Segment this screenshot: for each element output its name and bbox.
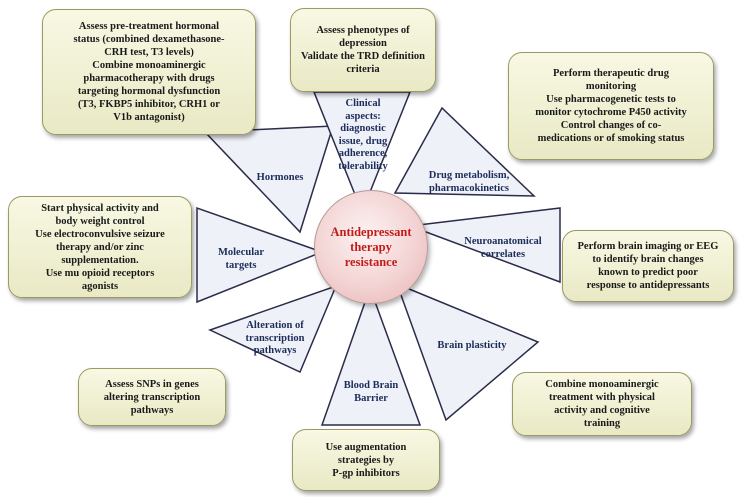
box-hormones-line: CRH test, T3 levels) [104, 47, 194, 58]
petal-label-drug-metabolism-line: Drug metabolism, [428, 170, 510, 181]
petal-transcription [208, 284, 338, 374]
box-brain-plasticity-line: Combine monoaminergic [545, 379, 659, 390]
petal-label-clinical-line: aspects: [345, 110, 381, 122]
box-neuroanatomical: Perform brain imaging or EEG to identify … [562, 230, 734, 302]
box-clinical-line: criteria [346, 64, 380, 75]
box-brain-plasticity-line: training [583, 418, 621, 429]
box-brain-plasticity: Combine monoaminergic treatment with phys… [512, 372, 692, 436]
box-hormones-line: status (combined dexamethasone- [73, 34, 225, 45]
petal-label-molecular-targets-line: Molecular [217, 247, 265, 258]
box-drug-metabolism-line: Use pharmacogenetic tests to [546, 94, 676, 105]
box-drug-metabolism-line: medications or of smoking status [537, 133, 685, 144]
center-circle-line: resistance [344, 254, 398, 269]
box-transcription-line: altering transcription [103, 391, 201, 403]
petal-label-hormones-line: Hormones [256, 172, 304, 183]
petal-label-brain-plasticity: Brain plasticity [420, 340, 524, 353]
petal-clinical [312, 91, 412, 215]
petal-label-clinical-line: adherence, [338, 148, 388, 159]
box-molecular-targets-line: body weight control [55, 215, 145, 227]
petal-label-transcription-line: pathways [253, 345, 297, 356]
petal-hormones [203, 125, 335, 234]
box-clinical-line: depression [339, 38, 387, 49]
petal-drug-metabolism [393, 106, 536, 197]
box-drug-metabolism-line: monitoring [585, 81, 637, 92]
center-circle-line: therapy [350, 239, 392, 254]
box-hormones-line: Assess pre-treatment hormonal [78, 21, 220, 32]
box-drug-metabolism-line: monitor cytochrome P450 activity [535, 107, 687, 118]
box-blood-brain-barrier-line: strategies by [337, 454, 395, 466]
box-neuroanatomical-line: response to antidepressants [586, 280, 710, 291]
petal-label-drug-metabolism-line: pharmacokinetics [429, 182, 509, 194]
box-molecular-targets-line: Start physical activity and [41, 202, 159, 214]
petal-blood-brain-barrier [320, 285, 422, 426]
petal-label-blood-brain-barrier-line: Blood Brain [343, 380, 399, 391]
petal-brain-plasticity [395, 282, 540, 422]
petal-label-brain-plasticity-line: Brain plasticity [437, 340, 507, 351]
center-circle-line: Antidepressant [330, 224, 412, 239]
box-drug-metabolism-line: Perform therapeutic drug [552, 68, 670, 79]
box-transcription-line: Assess SNPs in genes [105, 378, 199, 390]
box-molecular-targets-line: therapy and/or zinc [56, 241, 144, 253]
petal-label-transcription-line: transcription [245, 332, 305, 344]
box-brain-plasticity-line: treatment with physical [549, 392, 655, 403]
box-hormones: Assess pre-treatment hormonal status (com… [42, 9, 256, 135]
box-hormones-line: targeting hormonal dysfunction [77, 86, 221, 97]
box-clinical-line: Assess phenotypes of [316, 25, 410, 36]
petal-label-clinical-line: tolerability [338, 160, 388, 172]
box-hormones-line: Combine monoaminergic [92, 60, 206, 71]
box-hormones-line: (T3, FKBP5 inhibitor, CRH1 or [78, 99, 220, 110]
petal-label-blood-brain-barrier-line: Barrier [354, 392, 388, 404]
petal-label-hormones: Hormones [240, 172, 320, 185]
petal-neuroanatomical [409, 207, 561, 284]
box-molecular-targets-line: supplementation. [61, 254, 139, 266]
box-hormones-line: V1b antagonist) [113, 112, 185, 123]
box-blood-brain-barrier-line: P-gp inhibitors [332, 467, 400, 479]
box-drug-metabolism-line: Control changes of co- [560, 120, 662, 131]
petal-label-molecular-targets-line: targets [225, 259, 257, 271]
box-blood-brain-barrier-line: Use augmentation [325, 441, 407, 453]
box-neuroanatomical-line: Perform brain imaging or EEG [577, 241, 719, 252]
petal-label-clinical-line: diagnostic [340, 123, 386, 134]
petal-label-drug-metabolism: Drug metabolism,pharmacokinetics [414, 170, 524, 195]
box-molecular-targets-line: agonists [81, 280, 119, 292]
petal-label-neuroanatomical-line: correlates [480, 248, 526, 260]
box-molecular-targets-line: Use mu opioid receptors [45, 267, 155, 279]
box-brain-plasticity-line: activity and cognitive [554, 405, 650, 416]
box-neuroanatomical-line: known to predict poor [598, 267, 698, 278]
petal-label-clinical-line: issue, drug [338, 135, 388, 147]
petal-molecular-targets [196, 206, 325, 304]
box-neuroanatomical-line: to identify brain changes [592, 254, 704, 265]
box-molecular-targets-line: Use electroconvulsive seizure [35, 228, 165, 240]
petal-label-neuroanatomical-line: Neuroanatomical [464, 236, 542, 247]
box-hormones-line: pharmacotherapy with drugs [83, 73, 215, 84]
box-transcription-line: pathways [130, 404, 174, 416]
box-clinical-line: Validate the TRD definition [301, 51, 425, 62]
petal-label-transcription-line: Alteration of [246, 320, 304, 331]
petal-label-clinical-line: Clinical [345, 98, 381, 109]
